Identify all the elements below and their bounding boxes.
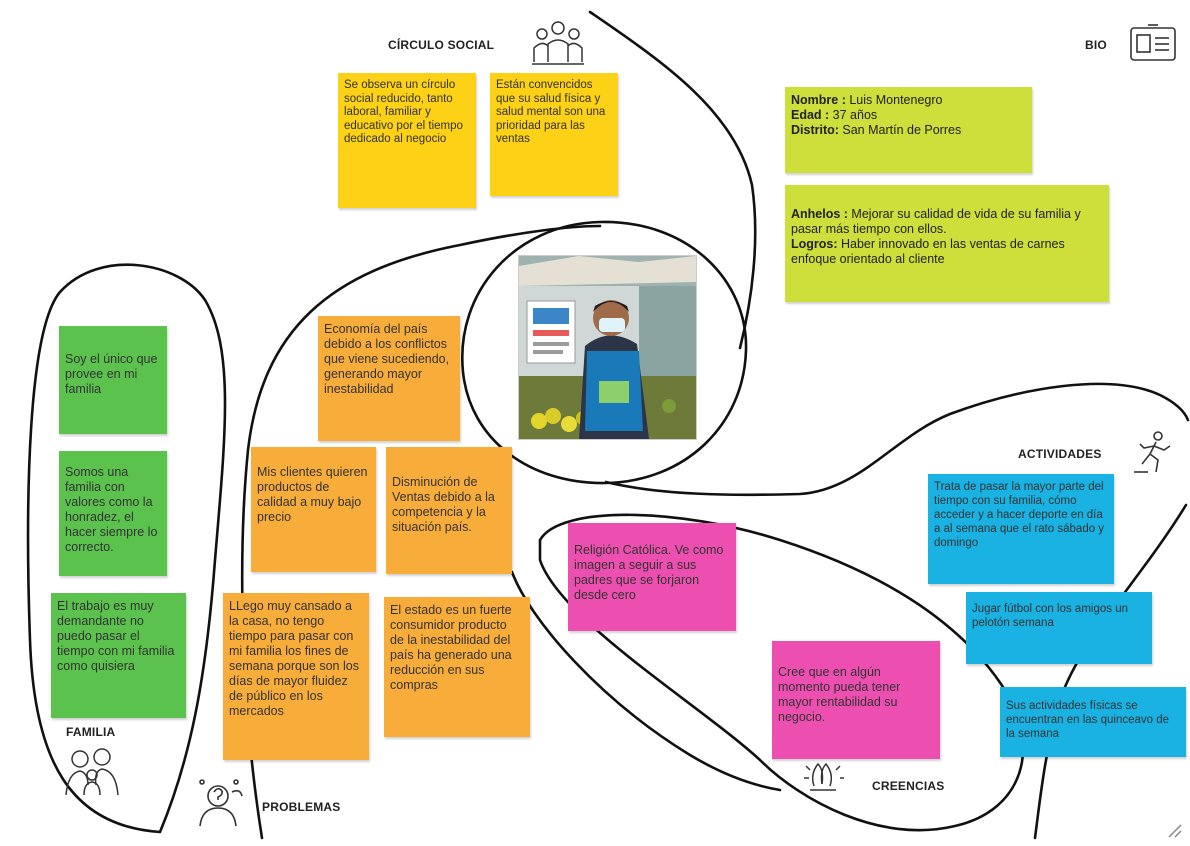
bio-wishes-value: Mejorar su calidad de vida de su familia…: [791, 207, 1081, 236]
id-card-icon: [1130, 24, 1176, 61]
vendor-photo: [518, 255, 697, 440]
resize-handle-icon[interactable]: [1166, 822, 1182, 838]
familia-note-3[interactable]: El trabajo es muy demandante no puedo pa…: [51, 593, 186, 718]
creencias-note-1[interactable]: Religión Católica. Ve como imagen a segu…: [568, 523, 736, 631]
bio-achievements-line: Logros: Haber innovado en las ventas de …: [791, 237, 1103, 267]
circulo-social-label: CÍRCULO SOCIAL: [388, 38, 495, 52]
group-people-icon: [532, 21, 584, 65]
bio-achievements-value: Haber innovado en las ventas de carnes e…: [791, 237, 1065, 266]
family-icon: [65, 748, 119, 796]
actividades-note-2[interactable]: Jugar fútbol con los amigos un pelotón s…: [966, 592, 1152, 664]
actividades-note-1[interactable]: Trata de pasar la mayor parte del tiempo…: [928, 474, 1114, 584]
bio-label: BIO: [1085, 38, 1107, 52]
bio-wishes-line: Anhelos : Mejorar su calidad de vida de …: [791, 207, 1103, 237]
bio-district-value: San Martín de Porres: [838, 123, 962, 137]
problemas-note-5[interactable]: El estado es un fuerte consumidor produc…: [384, 597, 530, 737]
actividades-note-3[interactable]: Sus actividades físicas se encuentran en…: [1000, 687, 1186, 757]
thinking-person-icon: [199, 779, 243, 827]
creencias-note-2[interactable]: Cree que en algún momento pueda tener ma…: [772, 641, 940, 759]
familia-note-2[interactable]: Somos una familia con valores como la ho…: [59, 451, 167, 576]
bio-age-value: 37 años: [829, 108, 878, 122]
problemas-note-1[interactable]: Economía del país debido a los conflicto…: [318, 316, 460, 441]
running-person-icon: [1134, 431, 1171, 473]
bio-wishes-label: Anhelos :: [791, 207, 848, 221]
bio-age-line: Edad : 37 años: [791, 108, 1026, 123]
familia-label: FAMILIA: [66, 725, 116, 739]
bio-name-line: Nombre : Luis Montenegro: [791, 93, 1026, 108]
familia-note-1[interactable]: Soy el único que provee en mi familia: [59, 326, 167, 434]
problemas-note-3[interactable]: Disminución de Ventas debido a la compet…: [386, 447, 512, 574]
bio-name-value: Luis Montenegro: [845, 93, 943, 107]
problemas-label: PROBLEMAS: [262, 800, 341, 814]
bio-name-label: Nombre :: [791, 93, 846, 107]
circulo-social-note-2[interactable]: Están convencidos que su salud física y …: [490, 73, 618, 196]
praying-hands-icon: [804, 762, 844, 791]
bio-achievements-label: Logros:: [791, 237, 838, 251]
circulo-social-note-1[interactable]: Se observa un círculo social reducido, t…: [338, 73, 476, 208]
actividades-label: ACTIVIDADES: [1018, 447, 1102, 461]
bio-age-label: Edad :: [791, 108, 830, 122]
bio-info-note[interactable]: Nombre : Luis Montenegro Edad : 37 años …: [785, 87, 1032, 173]
bio-district-label: Distrito:: [791, 123, 839, 137]
creencias-label: CREENCIAS: [872, 779, 945, 793]
problemas-note-2[interactable]: Mis clientes quieren productos de calida…: [251, 447, 376, 572]
bio-district-line: Distrito: San Martín de Porres: [791, 123, 1026, 138]
problemas-note-4[interactable]: LLego muy cansado a la casa, no tengo ti…: [223, 593, 369, 760]
bio-goals-note[interactable]: Anhelos : Mejorar su calidad de vida de …: [785, 185, 1109, 302]
